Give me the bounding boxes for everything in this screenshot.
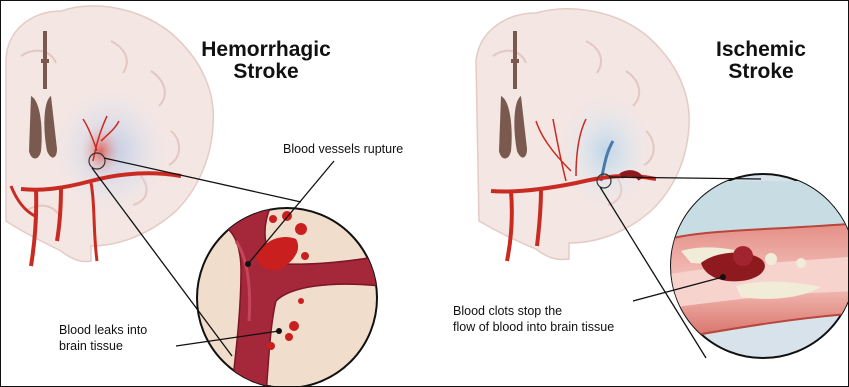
label-blood-clots-line1: Blood clots stop the <box>453 303 614 319</box>
label-blood-clots: Blood clots stop the flow of blood into … <box>453 303 614 335</box>
hemorrhagic-title: Hemorrhagic Stroke <box>191 39 341 83</box>
label-blood-leaks-line2: brain tissue <box>59 338 147 354</box>
ischemic-title: Ischemic Stroke <box>701 39 821 83</box>
hemorrhagic-brain-illustration <box>6 6 213 266</box>
label-blood-leaks: Blood leaks into brain tissue <box>59 322 147 354</box>
ischemic-title-line2: Stroke <box>701 61 821 83</box>
ischemic-brain-illustration <box>476 9 689 261</box>
label-blood-clots-line2: flow of blood into brain tissue <box>453 319 614 335</box>
leak-pointer-dot <box>276 328 282 334</box>
ischemic-title-line1: Ischemic <box>701 39 821 61</box>
hemorrhagic-title-line2: Stroke <box>191 61 341 83</box>
label-blood-vessels-rupture: Blood vessels rupture <box>283 141 403 157</box>
hemorrhage-zoom-view <box>197 206 381 387</box>
hemorrhagic-title-line1: Hemorrhagic <box>191 39 341 61</box>
label-blood-leaks-line1: Blood leaks into <box>59 322 147 338</box>
rupture-pointer-dot <box>245 261 251 267</box>
clot-pointer-dot <box>720 274 726 280</box>
